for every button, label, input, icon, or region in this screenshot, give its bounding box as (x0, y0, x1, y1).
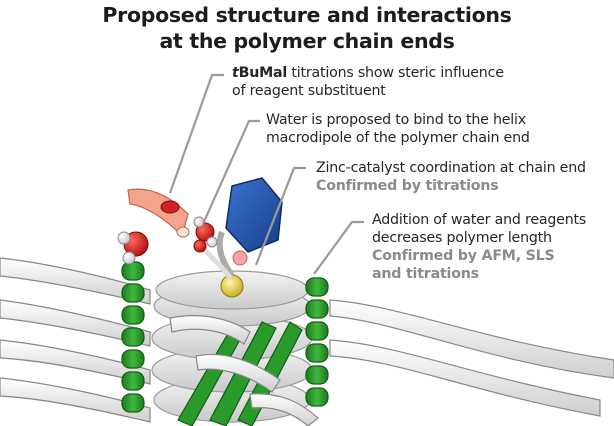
green-helix-right (305, 277, 329, 407)
catalyst-linker (216, 230, 235, 278)
side-chains-right (329, 299, 614, 417)
water-line-1: Water is proposed to bind to the helix (266, 112, 526, 128)
leader-lines (168, 73, 364, 275)
front-side-chains (169, 315, 319, 426)
tbumal-line-2: of reagent substituent (232, 83, 386, 99)
zinc-atom (220, 274, 244, 298)
title-line-1: Proposed structure and interactions (102, 3, 512, 27)
leader-length (313, 220, 364, 275)
annotation-water: Water is proposed to bind to the helix m… (266, 111, 530, 147)
green-helix-left (121, 261, 145, 413)
tbumal-prefix: tBuMal (232, 65, 288, 81)
water-line-2: macrodipole of the polymer chain end (266, 130, 530, 146)
catalyst-hexagon (225, 177, 283, 253)
length-confirmed-2: and titrations (372, 266, 479, 282)
leader-tbumal (168, 73, 224, 194)
annotation-tbumal: tBuMal titrations show steric influence … (232, 64, 504, 100)
leader-water (201, 119, 260, 225)
diagram-title: Proposed structure and interactions at t… (0, 2, 614, 54)
annotation-zinc: Zinc-catalyst coordination at chain end … (316, 159, 586, 195)
title-line-2: at the polymer chain ends (159, 29, 455, 53)
water-molecule-center (193, 216, 218, 253)
length-line-2: decreases polymer length (372, 230, 552, 246)
zinc-line-1: Zinc-catalyst coordination at chain end (316, 160, 586, 176)
leader-zinc (254, 166, 306, 266)
water-molecule-left (117, 231, 149, 265)
length-line-1: Addition of water and reagents (372, 212, 587, 228)
length-confirmed-1: Confirmed by AFM, SLS (372, 248, 555, 264)
zinc-confirmed: Confirmed by titrations (316, 178, 499, 194)
tbumal-line-1: titrations show steric influence (291, 65, 504, 81)
side-chains-left (0, 257, 151, 423)
annotation-length: Addition of water and reagents decreases… (372, 211, 586, 283)
reagent-molecule (127, 188, 190, 238)
